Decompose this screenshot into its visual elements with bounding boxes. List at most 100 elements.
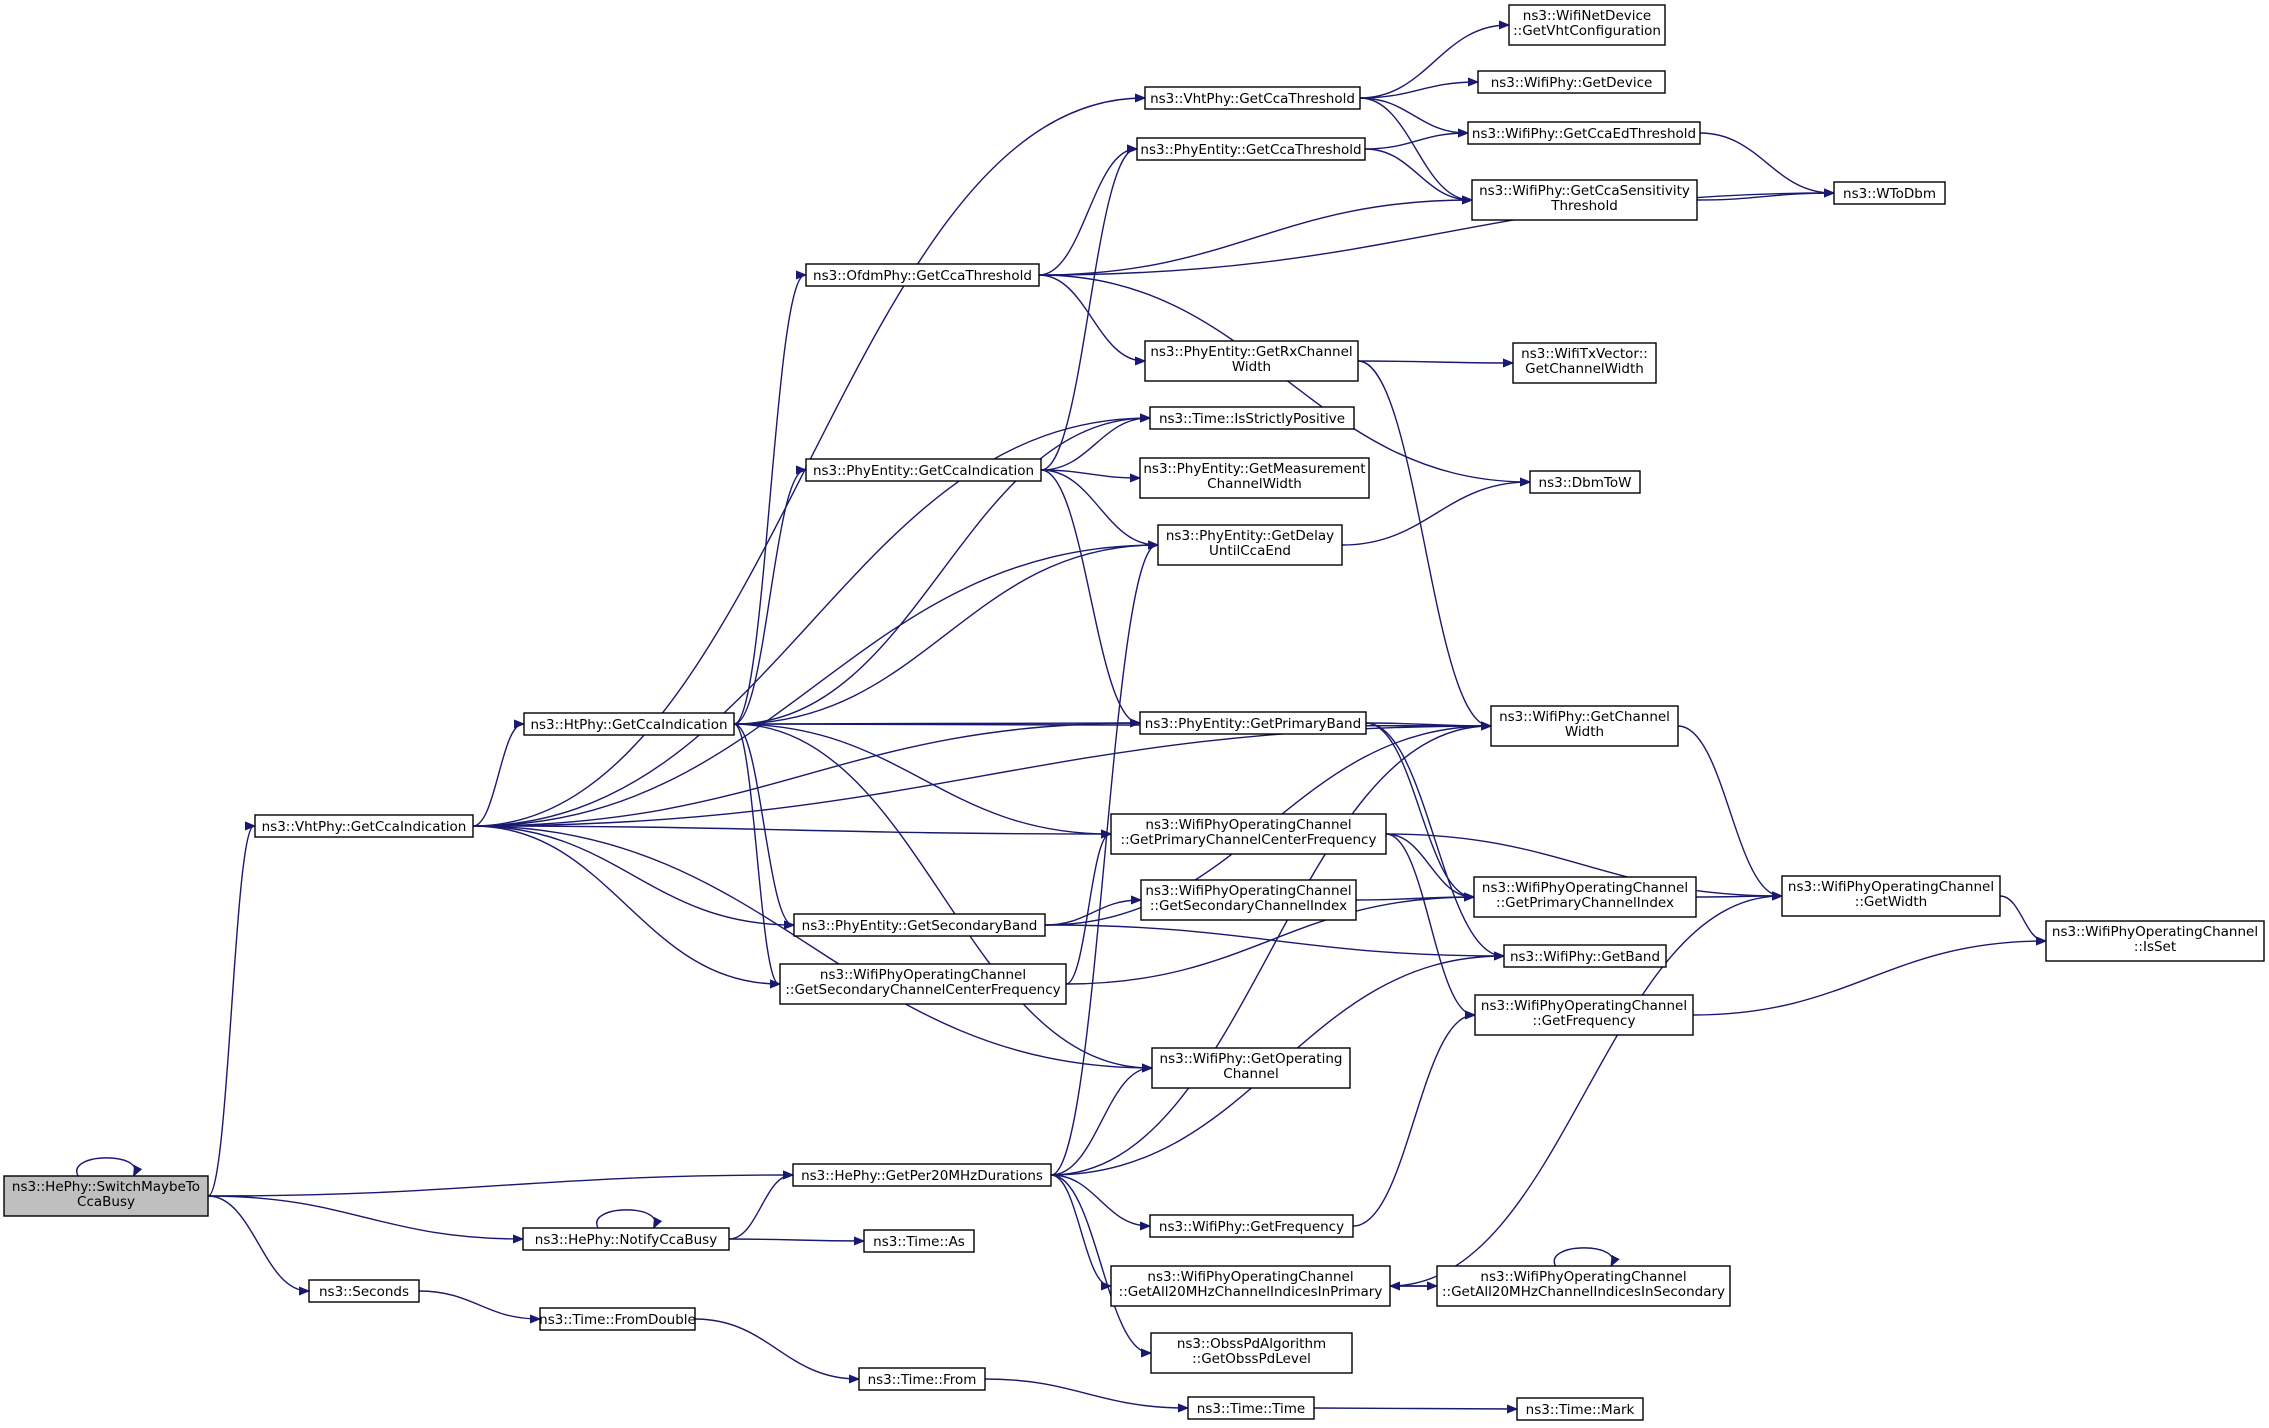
node-box [1508, 4, 1666, 46]
node-wpoc_width[interactable]: ns3::WifiPhyOperatingChannel::GetWidth [1781, 875, 2001, 917]
node-label: ::GetVhtConfiguration [1513, 23, 1661, 39]
node-label: ns3::WifiPhy::GetCcaSensitivity [1479, 183, 1690, 199]
node-label: ns3::WifiNetDevice [1523, 8, 1651, 24]
node-box [3, 1175, 209, 1217]
node-box [1149, 406, 1355, 430]
node-box [1157, 524, 1343, 566]
node-label: ns3::WToDbm [1843, 186, 1936, 202]
node-wpoc_all_sec[interactable]: ns3::WifiPhyOperatingChannel::GetAll20MH… [1436, 1265, 1731, 1307]
node-wp_chw[interactable]: ns3::WifiPhy::GetChannelWidth [1490, 705, 1679, 747]
node-box [1512, 342, 1657, 384]
edge-pe_thr-to-wp_cca_sens [1364, 148, 1471, 200]
edges-layer [76, 25, 2045, 1409]
edge-vht_thr-to-wp_dev [1359, 82, 1477, 99]
node-label: ns3::HePhy::SwitchMaybeTo [12, 1179, 200, 1195]
node-pe_thr[interactable]: ns3::PhyEntity::GetCcaThreshold [1136, 137, 1366, 161]
node-label: ::GetFrequency [1533, 1013, 1636, 1029]
edge-ht_cca_ind-to-strict [733, 418, 1149, 725]
node-wpoc_sec_idx[interactable]: ns3::WifiPhyOperatingChannel::GetSeconda… [1140, 879, 1357, 921]
node-label: ns3::VhtPhy::GetCcaIndication [262, 819, 467, 835]
node-pe_cca_ind[interactable]: ns3::PhyEntity::GetCcaIndication [805, 458, 1042, 482]
node-wpoc_prim_cf[interactable]: ns3::WifiPhyOperatingChannel::GetPrimary… [1110, 813, 1387, 855]
edge-wp_chw-to-wpoc_width [1677, 725, 1781, 896]
edge-ht_cca_ind-to-prim_band [733, 723, 1139, 724]
edge-vht_cca_ind-to-strict [472, 418, 1149, 827]
node-box [523, 712, 735, 736]
node-box [805, 263, 1040, 287]
node-pe_sec_band[interactable]: ns3::PhyEntity::GetSecondaryBand [793, 913, 1046, 937]
node-label: ::GetAll20MHzChannelIndicesInSecondary [1442, 1284, 1725, 1300]
node-strict[interactable]: ns3::Time::IsStrictlyPositive [1149, 406, 1355, 430]
edge-ht_cca_ind-to-wp_getop [733, 723, 1151, 1068]
node-obss[interactable]: ns3::ObssPdAlgorithm::GetObssPdLevel [1150, 1332, 1353, 1374]
node-box [1139, 457, 1370, 499]
edge-pe_cca_ind-to-delay [1040, 469, 1157, 545]
node-dbmtow[interactable]: ns3::DbmToW [1529, 470, 1641, 494]
node-box [1474, 994, 1694, 1036]
node-meas[interactable]: ns3::PhyEntity::GetMeasurementChannelWid… [1139, 457, 1370, 499]
edge-wpoc_sec_idx-to-wpoc_prim_idx [1355, 897, 1473, 900]
node-seconds[interactable]: ns3::Seconds [308, 1279, 420, 1303]
node-label: ns3::Time::As [873, 1234, 965, 1250]
node-time_time[interactable]: ns3::Time::Time [1187, 1396, 1315, 1420]
node-ofdm_thr[interactable]: ns3::OfdmPhy::GetCcaThreshold [805, 263, 1040, 287]
node-ht_cca_ind[interactable]: ns3::HtPhy::GetCcaIndication [523, 712, 735, 736]
node-wp_dev[interactable]: ns3::WifiPhy::GetDevice [1477, 70, 1666, 94]
node-label: ns3::Time::IsStrictlyPositive [1159, 411, 1345, 427]
node-label: Channel [1223, 1066, 1278, 1082]
node-wpoc_all_prim[interactable]: ns3::WifiPhyOperatingChannel::GetAll20MH… [1110, 1265, 1391, 1307]
edge-vht_cca_ind-to-prim_band [472, 723, 1139, 827]
node-box [863, 1229, 975, 1253]
node-wp_cca_ed[interactable]: ns3::WifiPhy::GetCcaEdThreshold [1467, 121, 1701, 145]
edge-wpoc_prim_cf-to-wpoc_prim_idx [1385, 833, 1473, 897]
node-wpoc_prim_idx[interactable]: ns3::WifiPhyOperatingChannel::GetPrimary… [1473, 876, 1697, 918]
node-time_as[interactable]: ns3::Time::As [863, 1229, 975, 1253]
node-label: ns3::DbmToW [1539, 475, 1632, 491]
edge-pe_thr-to-wp_cca_ed [1364, 133, 1467, 150]
node-box [1151, 1047, 1351, 1089]
node-box [254, 814, 474, 838]
node-label: ::GetSecondaryChannelCenterFrequency [785, 982, 1060, 998]
edge-per20-to-wp_chw [1050, 726, 1490, 1176]
edge-pe_cca_ind-to-prim_band [1040, 469, 1139, 723]
node-label: ns3::PhyEntity::GetPrimaryBand [1145, 716, 1361, 732]
node-per20[interactable]: ns3::HePhy::GetPer20MHzDurations [792, 1163, 1052, 1187]
edge-wpoc_sec_cf-to-wpoc_prim_cf [1065, 834, 1110, 985]
node-wpoc_sec_cf[interactable]: ns3::WifiPhyOperatingChannel::GetSeconda… [779, 963, 1067, 1005]
node-vht_cca_ind[interactable]: ns3::VhtPhy::GetCcaIndication [254, 814, 474, 838]
node-time_fromdouble[interactable]: ns3::Time::FromDouble [539, 1307, 696, 1331]
node-notify[interactable]: ns3::HePhy::NotifyCcaBusy [522, 1227, 730, 1251]
edge-vht_cca_ind-to-wpoc_prim_cf [472, 825, 1110, 834]
node-box [1490, 705, 1679, 747]
node-box [1139, 711, 1367, 735]
edge-delay-to-dbmtow [1341, 482, 1529, 546]
edge-prim_band-to-wp_band [1365, 722, 1503, 956]
node-wp_band[interactable]: ns3::WifiPhy::GetBand [1503, 944, 1667, 968]
node-label: ns3::PhyEntity::GetSecondaryBand [802, 918, 1038, 934]
node-wpoc_isset[interactable]: ns3::WifiPhyOperatingChannel::IsSet [2045, 920, 2265, 962]
node-time_mark[interactable]: ns3::Time::Mark [1516, 1397, 1644, 1421]
node-box [779, 963, 1067, 1005]
edge-prim_band-to-wpoc_prim_idx [1365, 722, 1473, 897]
node-label: ns3::WifiPhyOperatingChannel [1788, 879, 1994, 895]
edge-vht_cca_ind-to-wpoc_sec_cf [472, 825, 779, 984]
node-wpoc_freq[interactable]: ns3::WifiPhyOperatingChannel::GetFrequen… [1474, 994, 1694, 1036]
node-time_from[interactable]: ns3::Time::From [858, 1367, 986, 1391]
node-label: ns3::WifiPhyOperatingChannel [1482, 880, 1688, 896]
edge-switch-to-seconds [207, 1195, 308, 1291]
node-prim_band[interactable]: ns3::PhyEntity::GetPrimaryBand [1139, 711, 1367, 735]
node-wp_freq[interactable]: ns3::WifiPhy::GetFrequency [1149, 1214, 1354, 1238]
edge-pe_rxcw-to-wp_chw [1357, 360, 1490, 726]
edge-notify-to-per20 [728, 1175, 792, 1240]
node-txvec_cw[interactable]: ns3::WifiTxVector::GetChannelWidth [1512, 342, 1657, 384]
node-wnd_vht[interactable]: ns3::WifiNetDevice::GetVhtConfiguration [1508, 4, 1666, 46]
edge-switch-to-notify [207, 1195, 522, 1239]
node-vht_thr[interactable]: ns3::VhtPhy::GetCcaThreshold [1144, 86, 1361, 110]
node-wtodbm[interactable]: ns3::WToDbm [1833, 181, 1946, 205]
node-label: CcaBusy [77, 1194, 135, 1210]
